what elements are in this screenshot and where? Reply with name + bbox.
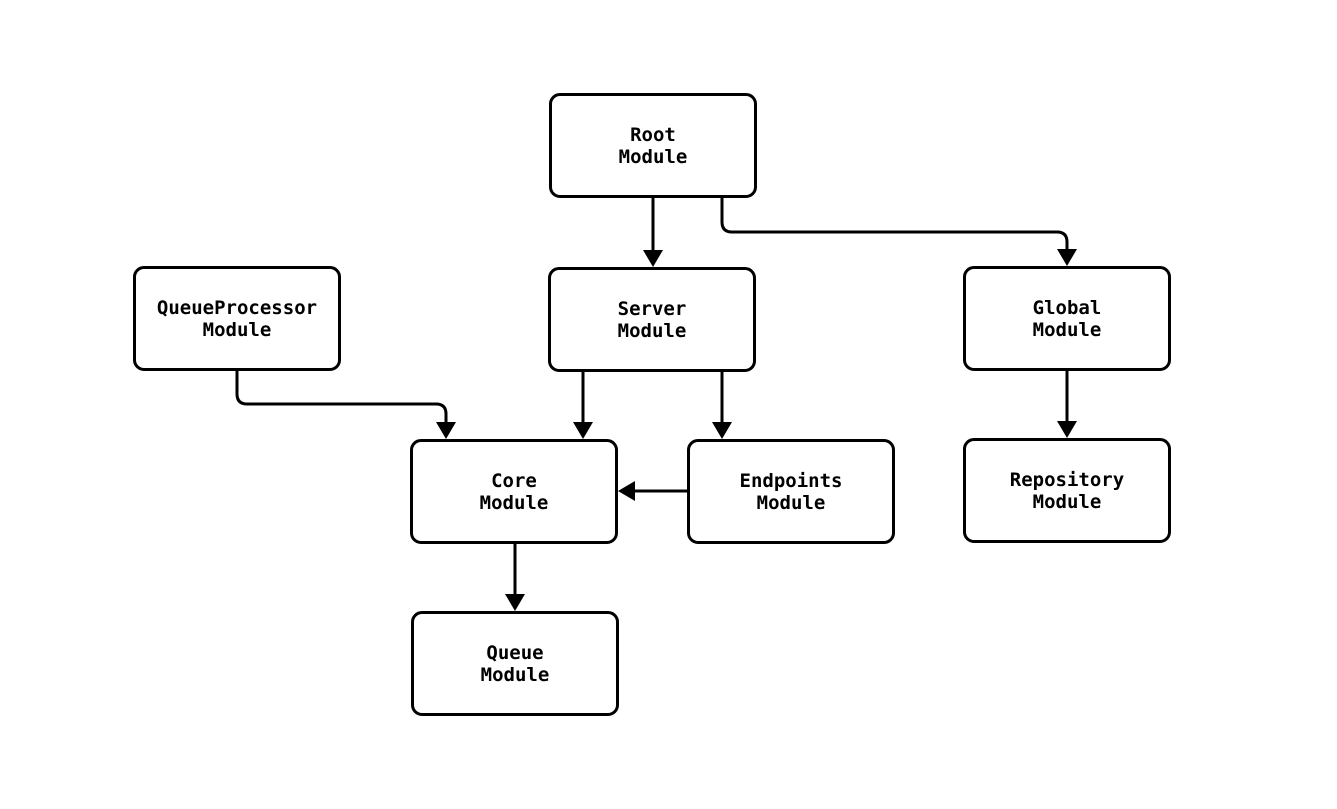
node-queue-module: Queue Module xyxy=(411,611,619,716)
edge-queueprocessor-to-core xyxy=(235,371,456,439)
node-server-module: Server Module xyxy=(548,267,756,372)
node-repository-module: Repository Module xyxy=(963,438,1171,543)
node-label-line1: Endpoints xyxy=(739,469,843,492)
node-label-line1: Repository xyxy=(1009,468,1125,491)
edge-server-to-endpoints xyxy=(712,372,732,439)
node-endpoints-module: Endpoints Module xyxy=(687,439,895,544)
node-core-module: Core Module xyxy=(410,439,618,544)
node-queueprocessor-module: QueueProcessor Module xyxy=(133,266,341,371)
node-label-line1: QueueProcessor xyxy=(156,296,318,319)
node-label-line2: Module xyxy=(479,491,549,514)
node-label-line1: Global xyxy=(1032,296,1102,319)
edge-root-to-global xyxy=(720,198,1077,266)
edge-global-to-repository xyxy=(1057,371,1077,438)
node-label-line2: Module xyxy=(202,318,272,341)
node-label-line2: Module xyxy=(617,319,687,342)
node-root-module: Root Module xyxy=(549,93,757,198)
node-label-line1: Root xyxy=(630,123,676,146)
node-label-line1: Core xyxy=(491,469,537,492)
node-label-line2: Module xyxy=(756,491,826,514)
node-label-line2: Module xyxy=(1032,490,1102,513)
node-global-module: Global Module xyxy=(963,266,1171,371)
node-label-line2: Module xyxy=(480,663,550,686)
node-label-line1: Queue xyxy=(486,641,544,664)
edge-server-to-core xyxy=(573,372,593,439)
node-label-line2: Module xyxy=(1032,318,1102,341)
node-label-line2: Module xyxy=(618,145,688,168)
edge-root-to-server xyxy=(643,198,663,267)
edge-endpoints-to-core xyxy=(618,481,687,501)
node-label-line1: Server xyxy=(617,297,687,320)
edge-core-to-queue xyxy=(505,544,525,611)
